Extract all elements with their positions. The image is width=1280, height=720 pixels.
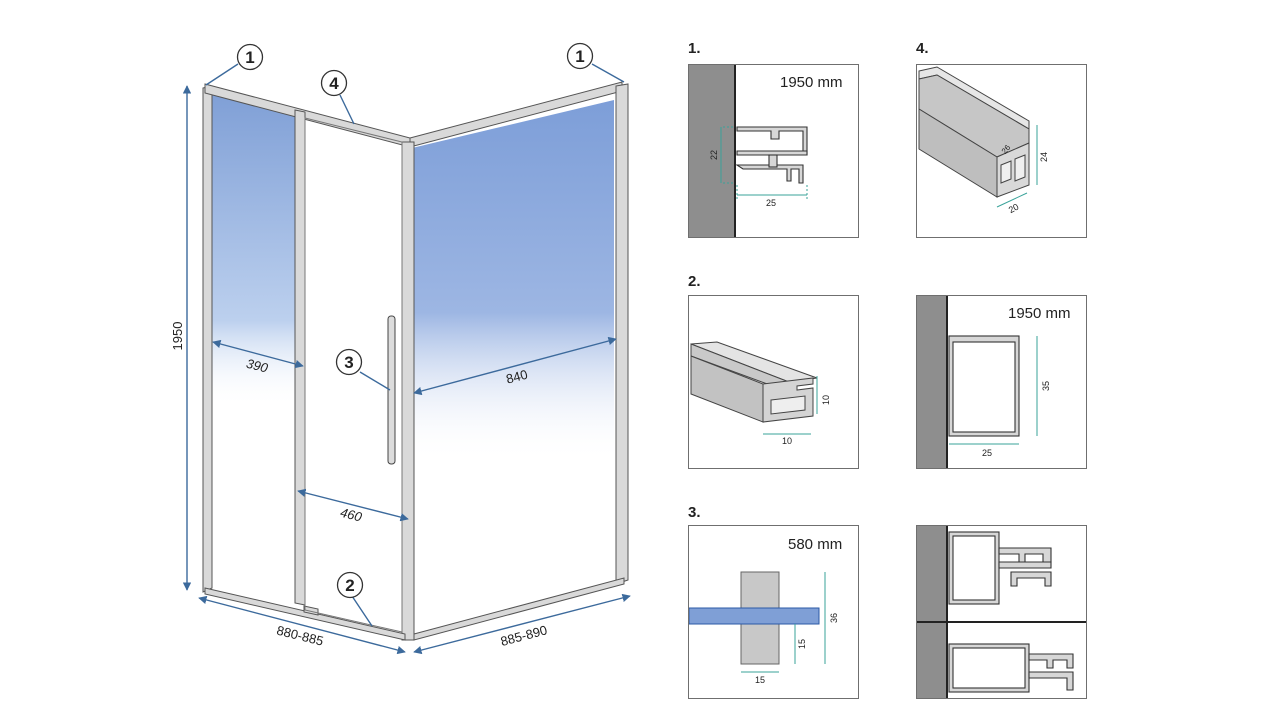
callout-1-left: 1	[245, 48, 254, 67]
detail-panel-4: 24 20 26	[916, 64, 1087, 238]
leader-1-left	[205, 63, 239, 86]
dim-side-range-label: 885-890	[499, 622, 549, 649]
callout-3-circle	[335, 348, 363, 376]
corner-post	[401, 141, 415, 641]
wall-section	[917, 526, 947, 698]
detail-3-dim-offset: 15	[797, 639, 807, 649]
callout-3: 3	[344, 353, 353, 372]
left-post	[202, 85, 213, 593]
detail-4-caption: 4.	[916, 40, 929, 57]
detail-1-dim-height: 22	[709, 150, 719, 160]
detail-2-dim-width: 10	[782, 436, 792, 446]
leader-1-right	[591, 63, 625, 83]
detail-3-dim-height: 36	[829, 613, 839, 623]
dim-side-width-label: 840	[504, 367, 529, 387]
wall-section	[917, 296, 947, 468]
detail-panel-3: 36 15 15 580 mm	[688, 525, 859, 699]
dim-height-label: 1950	[170, 322, 185, 351]
detail-3-length: 580 mm	[788, 536, 843, 553]
detail-1-caption: 1.	[688, 40, 701, 57]
sliding-door	[304, 117, 403, 633]
side-width-dim-line	[413, 336, 617, 396]
callout-2-circle	[336, 571, 364, 599]
lower-profile-section	[948, 643, 1074, 693]
dimension-lines	[182, 63, 631, 655]
detail-post-dim-height: 35	[1041, 381, 1051, 391]
detail-panel-2: 10 10	[688, 295, 859, 469]
detail-3-dim-width: 15	[755, 675, 765, 685]
glass-section	[689, 607, 820, 625]
u-channel-profile	[690, 341, 818, 423]
detail-panel-post: 35 25 1950 mm	[916, 295, 1087, 469]
detail-3-caption: 3.	[688, 504, 701, 521]
front-range-dim-line	[198, 595, 406, 655]
leader-4	[339, 94, 355, 125]
door-edge-strip	[294, 109, 306, 606]
callout-4: 4	[329, 74, 339, 93]
fixed-glass-panel	[212, 92, 300, 600]
detail-4-dim-depth: 20	[1007, 202, 1021, 216]
post-profile-section	[948, 335, 1020, 437]
profile-3d	[918, 66, 1030, 198]
dim-fixed-width-label: 390	[245, 356, 270, 376]
callout-4-circle	[320, 69, 348, 97]
side-range-dim-line	[413, 593, 631, 655]
callout-1-right: 1	[575, 47, 584, 66]
leader-3	[359, 371, 391, 391]
detail-post-dim-width: 25	[982, 448, 992, 458]
detail-panel-profiles	[916, 525, 1087, 699]
fixed-width-dim-line	[212, 339, 304, 369]
dim-door-width-label: 460	[339, 505, 364, 525]
door-handle	[387, 315, 396, 465]
upper-profile-section	[948, 531, 1052, 605]
callout-1-left-circle	[236, 43, 264, 71]
detail-4-dim-height: 24	[1039, 152, 1049, 162]
callout-2: 2	[345, 576, 354, 595]
detail-post-length: 1950 mm	[1008, 305, 1071, 322]
detail-1-dim-width: 25	[766, 198, 776, 208]
door-width-dim-line	[297, 488, 409, 522]
detail-1-length: 1950 mm	[780, 74, 843, 91]
detail-2-dim-height: 10	[821, 395, 831, 405]
top-profile-section	[735, 126, 808, 184]
leader-2	[351, 595, 373, 627]
dim-front-range-label: 880-885	[275, 623, 325, 649]
callout-1-right-circle	[566, 42, 594, 70]
wall-section	[689, 65, 735, 237]
detail-panel-1: 22 25 1950 mm	[688, 64, 859, 238]
detail-2-caption: 2.	[688, 273, 701, 290]
right-post	[615, 83, 629, 585]
